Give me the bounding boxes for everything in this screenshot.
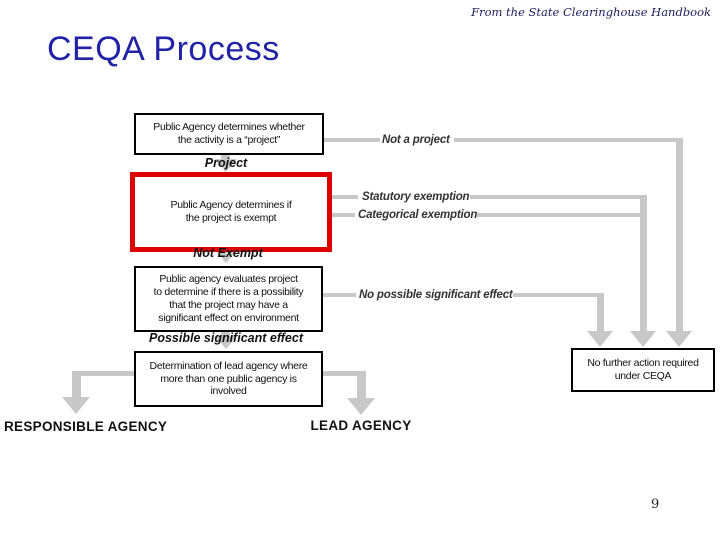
connector-lead-drop (357, 371, 366, 399)
arrow-down-icon (587, 331, 613, 347)
connector-no-effect-line (513, 293, 604, 297)
arrow-down-icon (215, 336, 237, 349)
connector-not-a-project-drop (676, 138, 683, 331)
connector-project-stem (221, 151, 230, 160)
connector-no-effect-drop (597, 293, 604, 331)
arrow-down-icon (630, 331, 656, 347)
label-possible-significant-effect: Possible significant effect (149, 331, 303, 345)
box-text: Public Agency determines if the project … (170, 199, 292, 224)
arrow-down-icon (666, 331, 692, 347)
arrow-down-icon (347, 398, 375, 415)
arrow-down-icon (215, 250, 237, 263)
connector-categorical-line (477, 213, 647, 217)
page-number: 9 (651, 497, 660, 512)
box-no-further-action: No further action required under CEQA (571, 348, 715, 392)
connector-responsible-line (74, 371, 134, 376)
box-text: Determination of lead agency where more … (149, 359, 308, 398)
label-project: Project (204, 156, 248, 170)
connector-not-a-project-line (454, 138, 683, 142)
connector-categorical-line (322, 213, 355, 217)
connector-not-a-project-line (319, 138, 380, 142)
label-not-a-project: Not a project (382, 134, 450, 146)
label-responsible-agency: RESPONSIBLE AGENCY (4, 419, 168, 434)
page-title: CEQA Process (47, 30, 280, 68)
label-no-possible-significant-effect: No possible significant effect (359, 289, 513, 301)
connector-possible-effect-stem (221, 328, 230, 337)
connector-responsible-drop (72, 371, 81, 398)
connector-exemption-drop (640, 195, 647, 331)
box-project-determination: Public Agency determines whether the act… (134, 113, 324, 155)
connector-lead-line (319, 371, 366, 376)
box-significance-evaluation: Public agency evaluates project to deter… (134, 266, 323, 332)
box-text: Public Agency determines whether the act… (153, 121, 305, 146)
header-note: From the State Clearinghouse Handbook (471, 5, 711, 19)
label-statutory-exemption: Statutory exemption (362, 191, 470, 203)
box-text: No further action required under CEQA (587, 357, 699, 382)
label-not-exempt: Not Exempt (193, 246, 263, 260)
box-text: Public agency evaluates project to deter… (153, 273, 304, 324)
box-exemption-determination-highlighted: Public Agency determines if the project … (130, 172, 332, 252)
box-lead-agency-determination: Determination of lead agency where more … (134, 351, 323, 407)
arrow-down-icon (215, 159, 237, 172)
connector-statutory-line (322, 195, 358, 199)
label-categorical-exemption: Categorical exemption (358, 209, 478, 221)
connector-statutory-line (470, 195, 647, 199)
label-lead-agency: LEAD AGENCY (310, 418, 412, 433)
connector-no-effect-line (319, 293, 356, 297)
arrow-down-icon (62, 397, 90, 414)
